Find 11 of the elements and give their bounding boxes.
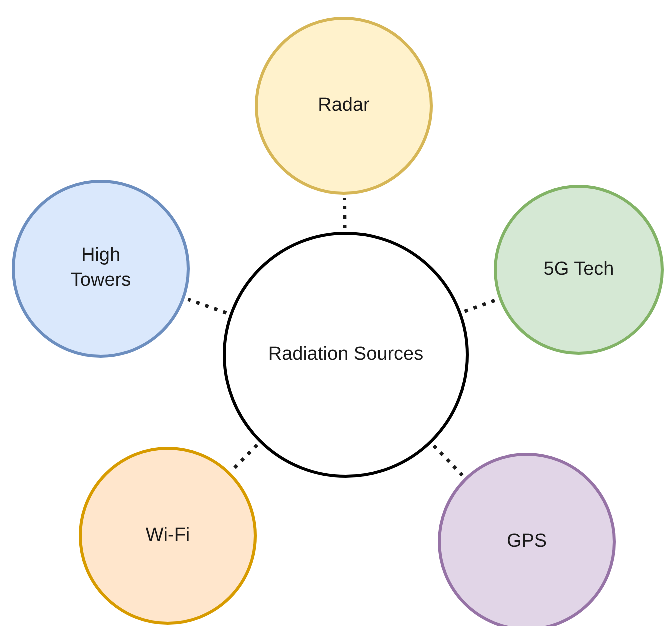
node-label: 5G Tech — [544, 258, 614, 282]
dotted-connector — [188, 298, 228, 315]
dotted-connector — [232, 444, 259, 472]
node-label: High Towers — [70, 244, 132, 293]
dotted-connector — [464, 298, 496, 314]
node-label: Wi-Fi — [146, 524, 190, 548]
node-label: GPS — [506, 530, 548, 554]
node-label: Radar — [318, 94, 370, 118]
dotted-connector — [432, 444, 464, 477]
dotted-connector — [343, 198, 347, 229]
node-label: Radiation Sources — [268, 342, 424, 367]
